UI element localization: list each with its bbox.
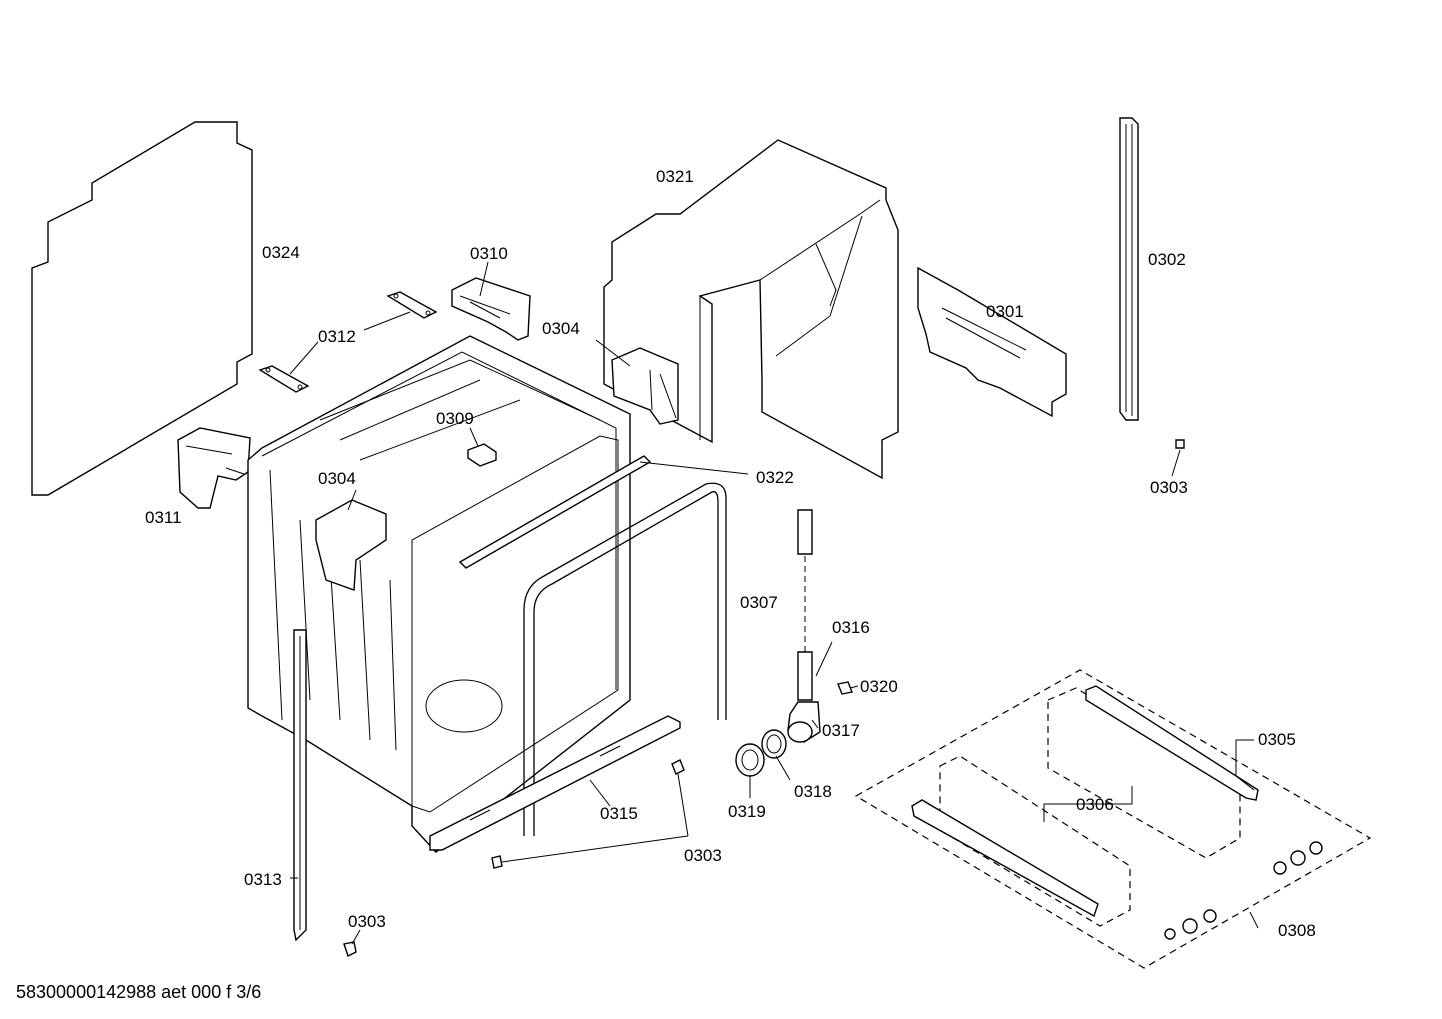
- callout-0317: 0317: [822, 721, 860, 740]
- callout-0304-lower: 0304: [318, 469, 356, 488]
- strip-0313: [293, 629, 307, 942]
- ring-nut-0318: [761, 729, 787, 759]
- rail-0305: [1085, 685, 1259, 801]
- callout-0313: 0313: [244, 870, 282, 889]
- callout-0303-left: 0303: [348, 912, 386, 931]
- callout-0320: 0320: [860, 677, 898, 696]
- rail-0322: [458, 455, 652, 569]
- bracket-0312-lower: [258, 365, 310, 393]
- screw-0320: [837, 681, 853, 695]
- screw-0303-center: [491, 759, 685, 869]
- callout-0309: 0309: [436, 409, 474, 428]
- fittings-0308: [1164, 841, 1323, 940]
- callout-0321: 0321: [656, 167, 694, 186]
- bracket-0312-upper: [386, 291, 438, 319]
- callout-0306: 0306: [1076, 795, 1114, 814]
- bracket-0301: [917, 266, 1067, 418]
- leader-lines: [289, 261, 1259, 945]
- callout-0305: 0305: [1258, 730, 1296, 749]
- clip-0309: [467, 443, 497, 467]
- callout-0308: 0308: [1278, 921, 1316, 940]
- clip-block-0311: [177, 427, 251, 509]
- side-panel-0324: [31, 121, 253, 496]
- clip-0304-lower: [315, 499, 387, 591]
- clip-block-0310: [451, 277, 531, 341]
- strip-0302: [1119, 117, 1139, 421]
- kit-box-0308: [854, 669, 1372, 969]
- hose-0316: [797, 509, 813, 701]
- callout-0303-right: 0303: [1150, 478, 1188, 497]
- callout-0301: 0301: [986, 302, 1024, 321]
- callout-0319: 0319: [728, 802, 766, 821]
- door-seal-0307: [523, 482, 727, 836]
- clip-0304-upper: [611, 347, 679, 425]
- base-strip-0315: [429, 715, 681, 851]
- callout-0315: 0315: [600, 804, 638, 823]
- callout-0312: 0312: [318, 327, 356, 346]
- rail-0306: [911, 799, 1099, 918]
- callout-0307: 0307: [740, 593, 778, 612]
- callout-0302: 0302: [1148, 250, 1186, 269]
- callout-0322: 0322: [756, 468, 794, 487]
- callout-0303-center: 0303: [684, 846, 722, 865]
- screw-0303-right: [1175, 439, 1185, 449]
- callout-0318: 0318: [794, 782, 832, 801]
- insulation-shroud-0321: [603, 139, 899, 480]
- cap-0319: [735, 743, 765, 777]
- screw-0303-left: [343, 941, 357, 957]
- drawing-reference: 58300000142988 aet 000 f 3/6: [16, 982, 261, 1002]
- callout-0311: 0311: [145, 508, 182, 527]
- callout-0324: 0324: [262, 243, 300, 262]
- callout-0304-upper: 0304: [542, 319, 580, 338]
- elbow-0317: [787, 701, 821, 743]
- callout-0310: 0310: [470, 244, 508, 263]
- callout-0316: 0316: [832, 618, 870, 637]
